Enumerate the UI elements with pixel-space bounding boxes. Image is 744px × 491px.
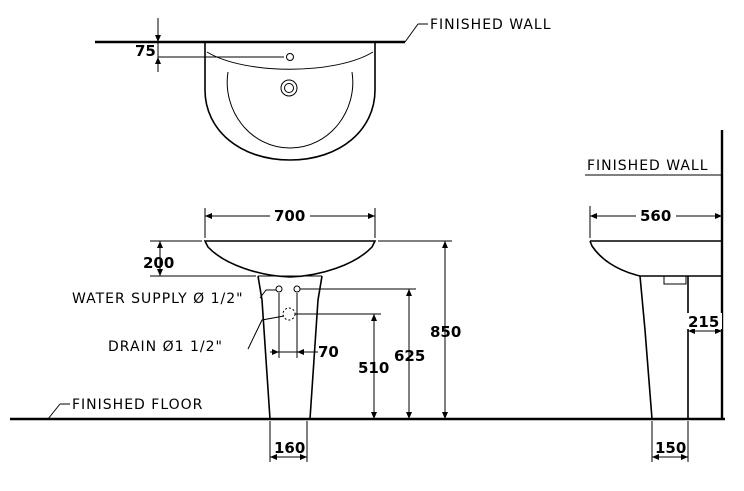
dim-510-text: 510 — [358, 359, 389, 377]
dim-215-text: 215 — [688, 313, 719, 331]
dim-215-arrow-l — [688, 328, 695, 334]
dim-560-arrow-l — [590, 213, 597, 219]
dim-625-text: 625 — [394, 347, 425, 365]
water-supply-leader — [259, 289, 276, 299]
dim-200-text: 200 — [143, 254, 174, 272]
dim-215-arrow-r — [715, 328, 722, 334]
dim-70-arrow-l — [272, 349, 279, 355]
dim-150-arrow-r — [681, 454, 688, 460]
dim-150-text: 150 — [655, 439, 686, 457]
dim-850-arrow-b — [442, 412, 448, 419]
dim-560-bg — [636, 205, 676, 223]
supply-valve-right — [293, 285, 301, 293]
plan-view: FINISHED WALL 75 — [95, 17, 552, 161]
basin-plan-rim — [206, 51, 374, 70]
dim-160-text: 160 — [274, 439, 305, 457]
floor-leader — [47, 403, 61, 420]
plan-wall-leader — [404, 23, 419, 43]
pedestal-side — [639, 275, 689, 420]
dim-70-arrow-r — [297, 349, 304, 355]
dim-850-arrow-t — [442, 241, 448, 248]
dim-625-arrow-t — [406, 289, 412, 296]
basin-plan-outline — [204, 42, 376, 161]
side-finished-wall-label: FINISHED WALL — [587, 158, 709, 174]
dim-700-arrow-r — [368, 213, 375, 219]
dim-560-text: 560 — [640, 207, 671, 225]
drain-inner — [284, 83, 294, 93]
drain-front — [282, 307, 296, 321]
dim-560-arrow-r — [715, 213, 722, 219]
basin-front-outline — [203, 240, 377, 278]
tap-hole — [286, 53, 294, 61]
basin-plan-bowl — [226, 71, 354, 149]
dim-150-arrow-l — [652, 454, 659, 460]
side-trap — [663, 276, 687, 285]
dim-510-arrow-t — [371, 314, 377, 321]
dim-160-arrow-l — [270, 454, 277, 460]
dim-625-arrow-b — [406, 412, 412, 419]
dim-160-arrow-r — [300, 454, 307, 460]
plan-finished-wall-label: FINISHED WALL — [430, 17, 552, 33]
dim-75-arrow-bot — [155, 57, 161, 64]
dim-70-text: 70 — [318, 343, 339, 361]
drain-label: DRAIN Ø1 1/2" — [108, 339, 223, 355]
drain-outer — [280, 79, 298, 97]
dim-850-text: 850 — [430, 323, 461, 341]
dim-700-bg — [270, 205, 310, 223]
dim-700-text: 700 — [274, 207, 305, 225]
side-view: FINISHED WALL 560 215 150 — [585, 130, 724, 462]
supply-valve-left — [275, 285, 283, 293]
front-view: FINISHED FLOOR 700 200 850 — [10, 205, 725, 462]
dim-75-arrow-top — [155, 35, 161, 42]
dim-215-bg — [686, 313, 722, 329]
drain-leader — [247, 315, 285, 350]
dim-510-arrow-b — [371, 412, 377, 419]
dim-700-arrow-l — [205, 213, 212, 219]
dim-200-arrow-b — [157, 269, 163, 276]
pedestal-front — [257, 275, 323, 420]
dim-200-arrow-t — [157, 241, 163, 248]
basin-side-outline — [589, 240, 722, 277]
water-supply-label: WATER SUPPLY Ø 1/2" — [72, 291, 244, 307]
finished-floor-label: FINISHED FLOOR — [72, 397, 203, 413]
dim-75-text: 75 — [135, 42, 156, 60]
